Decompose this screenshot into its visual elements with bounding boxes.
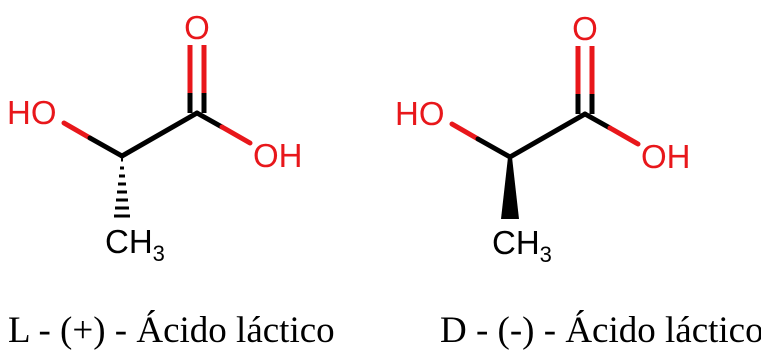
bond-acid-oh-red <box>607 125 641 147</box>
bond-c-c <box>507 111 588 160</box>
methyl-subscript: 3 <box>540 242 552 267</box>
caption-d-lactic-acid: D - (-) - Ácido láctico <box>440 309 761 351</box>
methyl-main: CH <box>492 224 540 261</box>
bond-hydroxyl-red <box>449 121 481 142</box>
bond-acid-oh-black <box>194 110 225 130</box>
caption-l-lactic-acid: L - (+) - Ácido láctico <box>8 309 335 351</box>
atom-methyl: CH3 <box>105 223 165 266</box>
molecule-l-lactic-acid: O HO OH CH3 L - (+) - Ácido láctico <box>7 9 335 351</box>
bond-hydroxyl-red <box>61 120 93 141</box>
hashed-wedge-bond <box>114 158 130 218</box>
bond-acid-oh-red <box>219 124 253 146</box>
atom-hydroxyl: HO <box>395 95 445 132</box>
solid-wedge-bond <box>501 157 519 219</box>
molecule-d-lactic-acid: O HO OH CH3 D - (-) - Ácido láctico <box>395 10 761 351</box>
bond-hydroxyl-black <box>87 135 125 159</box>
bond-c-c <box>119 110 200 159</box>
atom-acid-oh: OH <box>253 137 303 174</box>
atom-methyl: CH3 <box>492 224 552 267</box>
atom-acid-oh: OH <box>641 138 691 175</box>
atom-carbonyl-o: O <box>184 9 210 46</box>
methyl-subscript: 3 <box>153 241 165 266</box>
bond-hydroxyl-black <box>475 136 513 160</box>
atom-carbonyl-o: O <box>572 10 598 47</box>
bond-acid-oh-black <box>582 111 613 131</box>
atom-hydroxyl: HO <box>7 94 57 131</box>
methyl-main: CH <box>105 223 153 260</box>
